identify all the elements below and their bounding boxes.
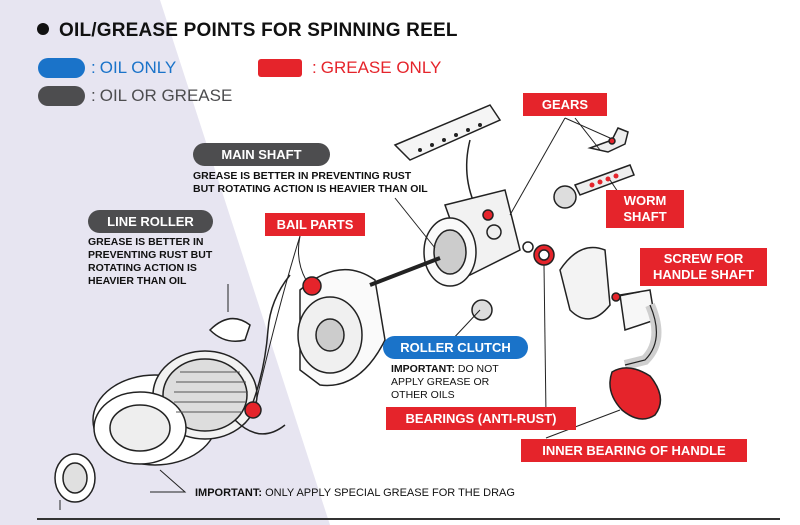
legend-oil-only: : OIL ONLY bbox=[38, 58, 176, 78]
leader-lines bbox=[59, 117, 641, 510]
oil-or-grease-swatch bbox=[38, 86, 85, 106]
inner-bearing-label: INNER BEARING OF HANDLE bbox=[521, 439, 747, 462]
title-text: OIL/GREASE POINTS FOR SPINNING REEL bbox=[59, 20, 458, 41]
screw-label-line: HANDLE SHAFT bbox=[652, 267, 755, 282]
line-roller-note: GREASE IS BETTER IN PREVENTING RUST BUT … bbox=[88, 236, 212, 288]
drag-note-important: IMPORTANT: bbox=[195, 487, 263, 499]
main-shaft-note-line: GREASE IS BETTER IN PREVENTING RUST bbox=[193, 170, 412, 182]
handle-drawing bbox=[559, 246, 662, 420]
drag-note-text: ONLY APPLY SPECIAL GREASE FOR THE DRAG bbox=[265, 487, 515, 499]
main-shaft-note-line: BUT ROTATING ACTION IS HEAVIER THAN OIL bbox=[193, 183, 428, 195]
line-roller-note-line: GREASE IS BETTER IN bbox=[88, 236, 204, 248]
gears-drawing bbox=[522, 127, 635, 266]
rotor-drawing bbox=[208, 268, 386, 435]
grease-only-swatch bbox=[258, 59, 302, 77]
main-shaft-note: GREASE IS BETTER IN PREVENTING RUST BUT … bbox=[193, 170, 428, 196]
line-roller-note-line: PREVENTING RUST BUT bbox=[88, 249, 213, 261]
bearings-label: BEARINGS (ANTI-RUST) bbox=[386, 407, 576, 430]
bottom-rule bbox=[37, 518, 780, 520]
legend-oil-or-grease: : OIL OR GREASE bbox=[38, 86, 232, 106]
bail-parts-label: BAIL PARTS bbox=[265, 213, 365, 236]
clutch-note-line: DO NOT bbox=[457, 363, 499, 375]
page-title: OIL/GREASE POINTS FOR SPINNING REEL bbox=[37, 20, 458, 42]
legend-grease-only: : GREASE ONLY bbox=[258, 58, 441, 78]
spool-drawing bbox=[54, 350, 258, 503]
legend-separator: : bbox=[91, 58, 96, 77]
oil-only-label: OIL ONLY bbox=[99, 58, 177, 77]
gears-label: GEARS bbox=[523, 93, 607, 116]
oil-or-grease-label: OIL OR GREASE bbox=[99, 86, 233, 105]
body-drawing bbox=[369, 104, 521, 321]
screw-handle-shaft-label: SCREW FOR HANDLE SHAFT bbox=[640, 248, 767, 286]
title-bullet bbox=[37, 23, 49, 35]
drag-note: IMPORTANT: ONLY APPLY SPECIAL GREASE FOR… bbox=[195, 487, 515, 500]
worm-shaft-label-line: SHAFT bbox=[623, 209, 667, 224]
worm-shaft-label: WORM SHAFT bbox=[606, 190, 684, 228]
worm-shaft-label-line: WORM bbox=[623, 193, 667, 208]
legend-separator: : bbox=[312, 58, 317, 77]
line-roller-note-line: ROTATING ACTION IS bbox=[88, 262, 197, 274]
line-roller-label: LINE ROLLER bbox=[88, 210, 213, 233]
clutch-note-important: IMPORTANT: bbox=[391, 363, 455, 375]
oil-only-swatch bbox=[38, 58, 85, 78]
roller-clutch-note: IMPORTANT: DO NOT APPLY GREASE OR OTHER … bbox=[391, 363, 499, 402]
clutch-note-line: APPLY GREASE OR bbox=[391, 376, 490, 388]
main-shaft-label: MAIN SHAFT bbox=[193, 143, 330, 166]
clutch-note-line: OTHER OILS bbox=[391, 389, 455, 401]
line-roller-note-line: HEAVIER THAN OIL bbox=[88, 275, 187, 287]
roller-clutch-label: ROLLER CLUTCH bbox=[383, 336, 528, 359]
legend-separator: : bbox=[91, 86, 96, 105]
grease-only-label: GREASE ONLY bbox=[320, 58, 442, 77]
screw-label-line: SCREW FOR bbox=[663, 251, 744, 266]
